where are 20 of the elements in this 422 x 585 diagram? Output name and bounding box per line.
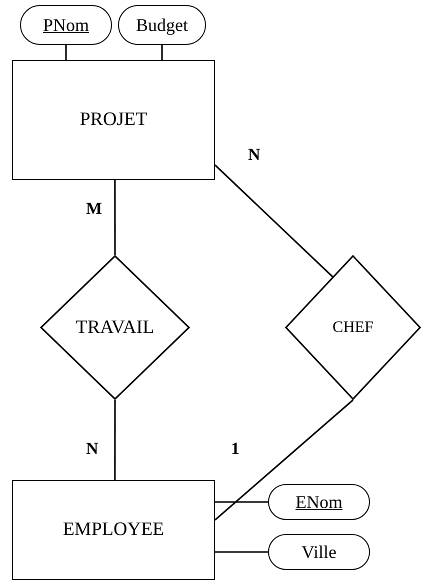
connector-line xyxy=(65,45,67,60)
name-label: EMPLOYEE xyxy=(62,519,164,541)
name-label: CHEF xyxy=(332,318,374,336)
connector-line xyxy=(114,400,116,480)
connector-line xyxy=(161,45,163,60)
entity-box xyxy=(12,60,215,180)
entity-box xyxy=(12,480,215,580)
connector-line xyxy=(214,399,354,521)
name-label: Budget xyxy=(136,14,188,36)
connector-line xyxy=(215,551,268,553)
name-label: TRAVAIL xyxy=(76,316,154,338)
connector-line xyxy=(214,164,334,278)
relationship-diamond xyxy=(40,255,190,400)
key-attribute-name: PNom xyxy=(42,14,89,36)
connector-line xyxy=(114,180,116,255)
name-label: Ville xyxy=(302,542,336,562)
relationship-diamond xyxy=(285,255,421,400)
name-label: PROJET xyxy=(80,109,148,131)
connector-line xyxy=(215,501,268,503)
key-attribute-name: ENom xyxy=(296,492,342,512)
